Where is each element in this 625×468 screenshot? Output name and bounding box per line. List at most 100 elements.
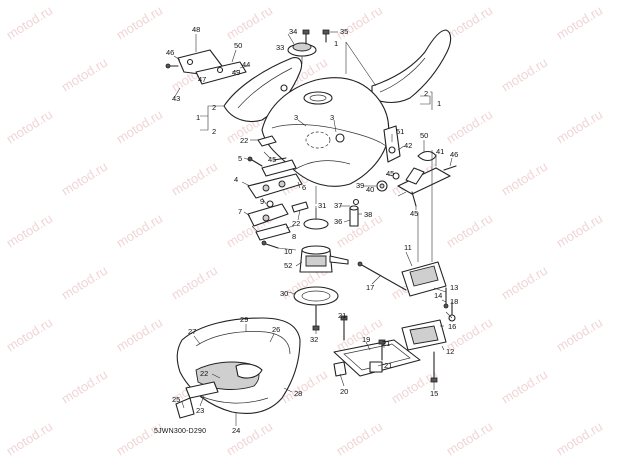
callout-2b: 2 — [212, 127, 216, 136]
watermark-text: motod.ru — [554, 211, 605, 251]
tank-cushion-rear — [247, 203, 291, 241]
watermark-text: motod.ru — [554, 315, 605, 355]
watermark-text: motod.ru — [114, 107, 165, 147]
battery-holder-bolts — [430, 287, 456, 383]
callout-1b: 1 — [334, 39, 338, 48]
watermark-text: motod.ru — [554, 419, 605, 459]
callout-37: 37 — [334, 201, 342, 210]
battery-cushion-lower — [401, 319, 447, 351]
fuel-pump-assembly — [293, 208, 349, 331]
watermark-text: motod.ru — [4, 419, 55, 459]
mount-bolts — [247, 156, 279, 249]
watermark-text: motod.ru — [444, 419, 495, 459]
callout-32: 32 — [310, 335, 318, 344]
tank-clip — [257, 135, 309, 213]
tank-bracket-left — [165, 49, 247, 85]
watermark-text: motod.ru — [114, 3, 165, 43]
watermark-text: motod.ru — [334, 419, 385, 459]
callout-33: 33 — [276, 43, 284, 52]
battery-cushion-upper — [401, 261, 447, 297]
callout-21a: 21 — [338, 311, 346, 320]
callout-34: 34 — [289, 27, 297, 36]
callout-39: 39 — [356, 181, 364, 190]
callout-20: 20 — [340, 387, 348, 396]
watermark-text: motod.ru — [554, 107, 605, 147]
callout-46a: 46 — [166, 48, 174, 57]
fuel-cap — [287, 42, 317, 64]
callout-14: 14 — [434, 291, 442, 300]
watermark-text: motod.ru — [224, 419, 275, 459]
diagram-code: 5JWN300-D290 — [154, 428, 207, 435]
tank-cushion-front — [247, 159, 303, 199]
callout-29: 29 — [240, 315, 248, 324]
callout-17: 17 — [366, 283, 374, 292]
battery-tray — [333, 315, 421, 377]
watermark-text: motod.ru — [334, 3, 385, 43]
callout-45b: 45 — [386, 169, 394, 178]
watermark-text: motod.ru — [499, 263, 550, 303]
callout-21c: 21 — [384, 361, 392, 370]
watermark-text: motod.ru — [114, 419, 165, 459]
callout-22a: 22 — [240, 136, 248, 145]
callout-43: 43 — [172, 94, 180, 103]
watermark-text: motod.ru — [59, 159, 110, 199]
callout-27: 27 — [188, 327, 196, 336]
callout-41: 41 — [436, 147, 444, 156]
callout-50a: 50 — [234, 41, 242, 50]
callout-40: 40 — [366, 185, 374, 194]
watermark-text: motod.ru — [499, 367, 550, 407]
callout-49: 49 — [232, 68, 240, 77]
callout-labels: 48 46 50 44 49 47 43 2 1 2 34 35 33 1 2 … — [166, 25, 458, 435]
callout-3b: 3 — [330, 113, 334, 122]
callout-3a: 3 — [294, 113, 298, 122]
callout-21b: 21 — [382, 339, 390, 348]
watermark-text: motod.ru — [554, 3, 605, 43]
callout-13: 13 — [450, 283, 458, 292]
callout-6: 6 — [302, 183, 306, 192]
watermark-text: motod.ru — [59, 263, 110, 303]
watermark-text: motod.ru — [444, 3, 495, 43]
callout-30: 30 — [280, 289, 288, 298]
tank-side-fasteners — [273, 157, 417, 207]
callout-9: 9 — [260, 197, 264, 206]
callout-1a: 1 — [196, 113, 200, 122]
callout-45c: 45 — [410, 209, 418, 218]
callout-28: 28 — [294, 389, 302, 398]
tank-side-cover — [223, 57, 303, 123]
watermark-text: motod.ru — [4, 211, 55, 251]
seat — [371, 29, 452, 104]
callout-25: 25 — [172, 395, 180, 404]
engine-guard-cover — [175, 317, 301, 419]
callout-52: 52 — [284, 261, 292, 270]
watermark-text: motod.ru — [59, 367, 110, 407]
fuel-cock-rod — [357, 261, 407, 291]
callout-1c: 1 — [437, 99, 441, 108]
callout-44: 44 — [242, 60, 250, 69]
callout-35: 35 — [340, 27, 348, 36]
watermark-text: motod.ru — [114, 315, 165, 355]
callout-48a: 48 — [192, 25, 200, 34]
callout-18: 18 — [450, 297, 458, 306]
watermark-text: motod.ru — [444, 211, 495, 251]
callout-50b: 50 — [420, 131, 428, 140]
callout-16: 16 — [448, 322, 456, 331]
callout-51: 51 — [396, 127, 404, 136]
callout-36: 36 — [334, 217, 342, 226]
callout-12: 12 — [446, 347, 454, 356]
cap-bolts — [302, 29, 330, 45]
callout-38: 38 — [364, 210, 372, 219]
fuel-hose-fitting — [349, 198, 360, 227]
tank-bracket-right — [383, 125, 457, 195]
callout-5: 5 — [238, 154, 242, 163]
callout-7: 7 — [238, 207, 242, 216]
watermark-text: motod.ru — [4, 3, 55, 43]
callout-8: 8 — [292, 232, 296, 241]
callout-47: 47 — [198, 75, 206, 84]
watermark-text: motod.ru — [169, 159, 220, 199]
watermark-text: motod.ru — [499, 159, 550, 199]
watermark-text: motod.ru — [4, 107, 55, 147]
callout-31: 31 — [318, 201, 326, 210]
guide-lines — [200, 41, 433, 262]
